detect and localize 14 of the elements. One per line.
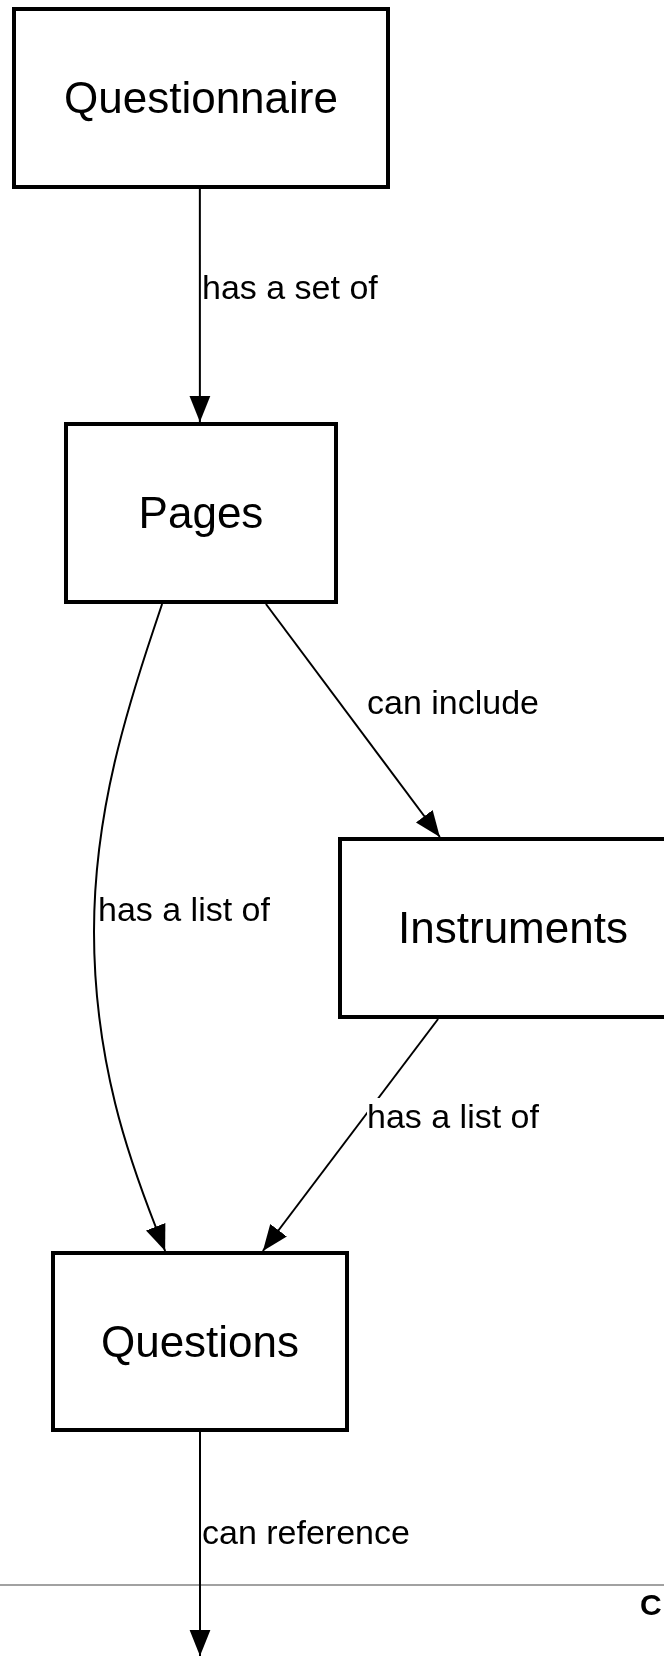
note-text: C (640, 1588, 662, 1622)
node-label: Instruments (398, 903, 628, 953)
node-label: Pages (138, 488, 264, 538)
arrow (264, 603, 441, 838)
arrow (261, 1018, 440, 1252)
entity-box (338, 837, 664, 1019)
entity-box (64, 422, 338, 604)
node-label: Questions (100, 1316, 300, 1367)
entity-box (12, 7, 390, 189)
arrow (189, 188, 211, 423)
arrow (93, 603, 167, 1252)
arrow (189, 1431, 211, 1656)
node-label: Questionnaire (64, 73, 338, 123)
entity-box (51, 1251, 349, 1432)
